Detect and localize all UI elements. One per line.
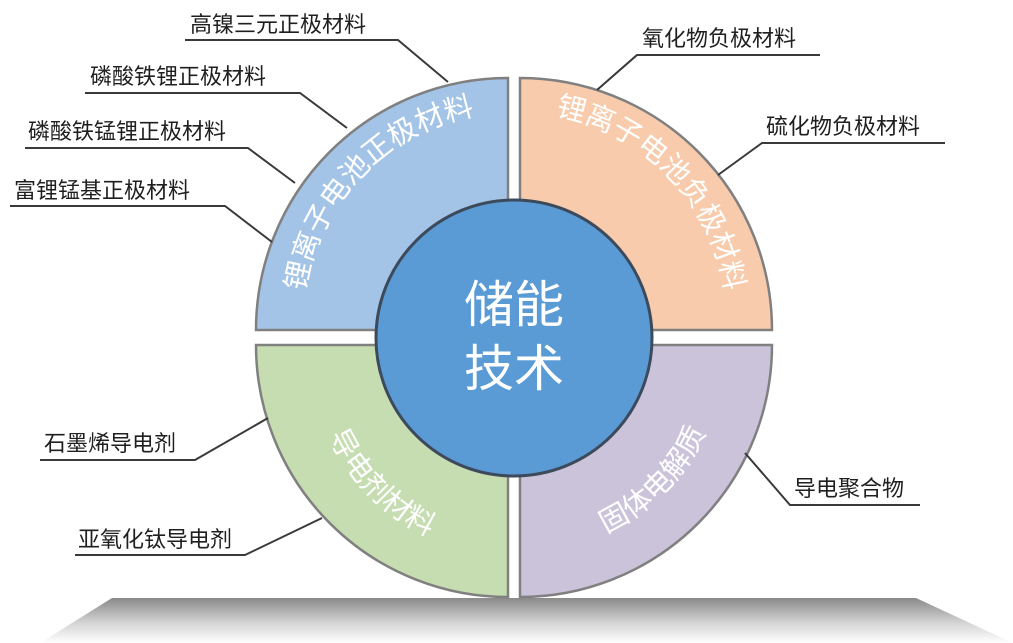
center-circle <box>374 198 654 478</box>
leader-line <box>744 452 920 506</box>
callout-label-right: 导电聚合物 <box>794 477 904 502</box>
leader-line <box>40 417 269 461</box>
callout-label-left: 磷酸铁锰锂正极材料 <box>28 120 226 145</box>
center-text-line2: 技术 <box>464 340 564 398</box>
center-text-line1: 储能 <box>464 276 564 334</box>
callout-label-left: 磷酸铁锂正极材料 <box>90 65 266 90</box>
callout-label-right: 硫化物负极材料 <box>766 115 920 140</box>
leader-line <box>717 142 945 176</box>
leader-line <box>85 92 348 129</box>
callout-label-right: 氧化物负极材料 <box>642 27 796 52</box>
leader-line <box>75 517 323 556</box>
callout-label-left: 富锂锰基正极材料 <box>14 179 190 204</box>
leader-line <box>185 39 449 83</box>
leader-line <box>596 54 820 91</box>
leader-line <box>25 147 296 184</box>
callout-label-left: 高镍三元正极材料 <box>190 13 366 38</box>
callout-label-left: 石墨烯导电剂 <box>44 432 176 457</box>
callout-label-left: 亚氧化钛导电剂 <box>78 528 232 553</box>
pedestal-base <box>40 598 1013 643</box>
leader-line <box>10 205 273 243</box>
